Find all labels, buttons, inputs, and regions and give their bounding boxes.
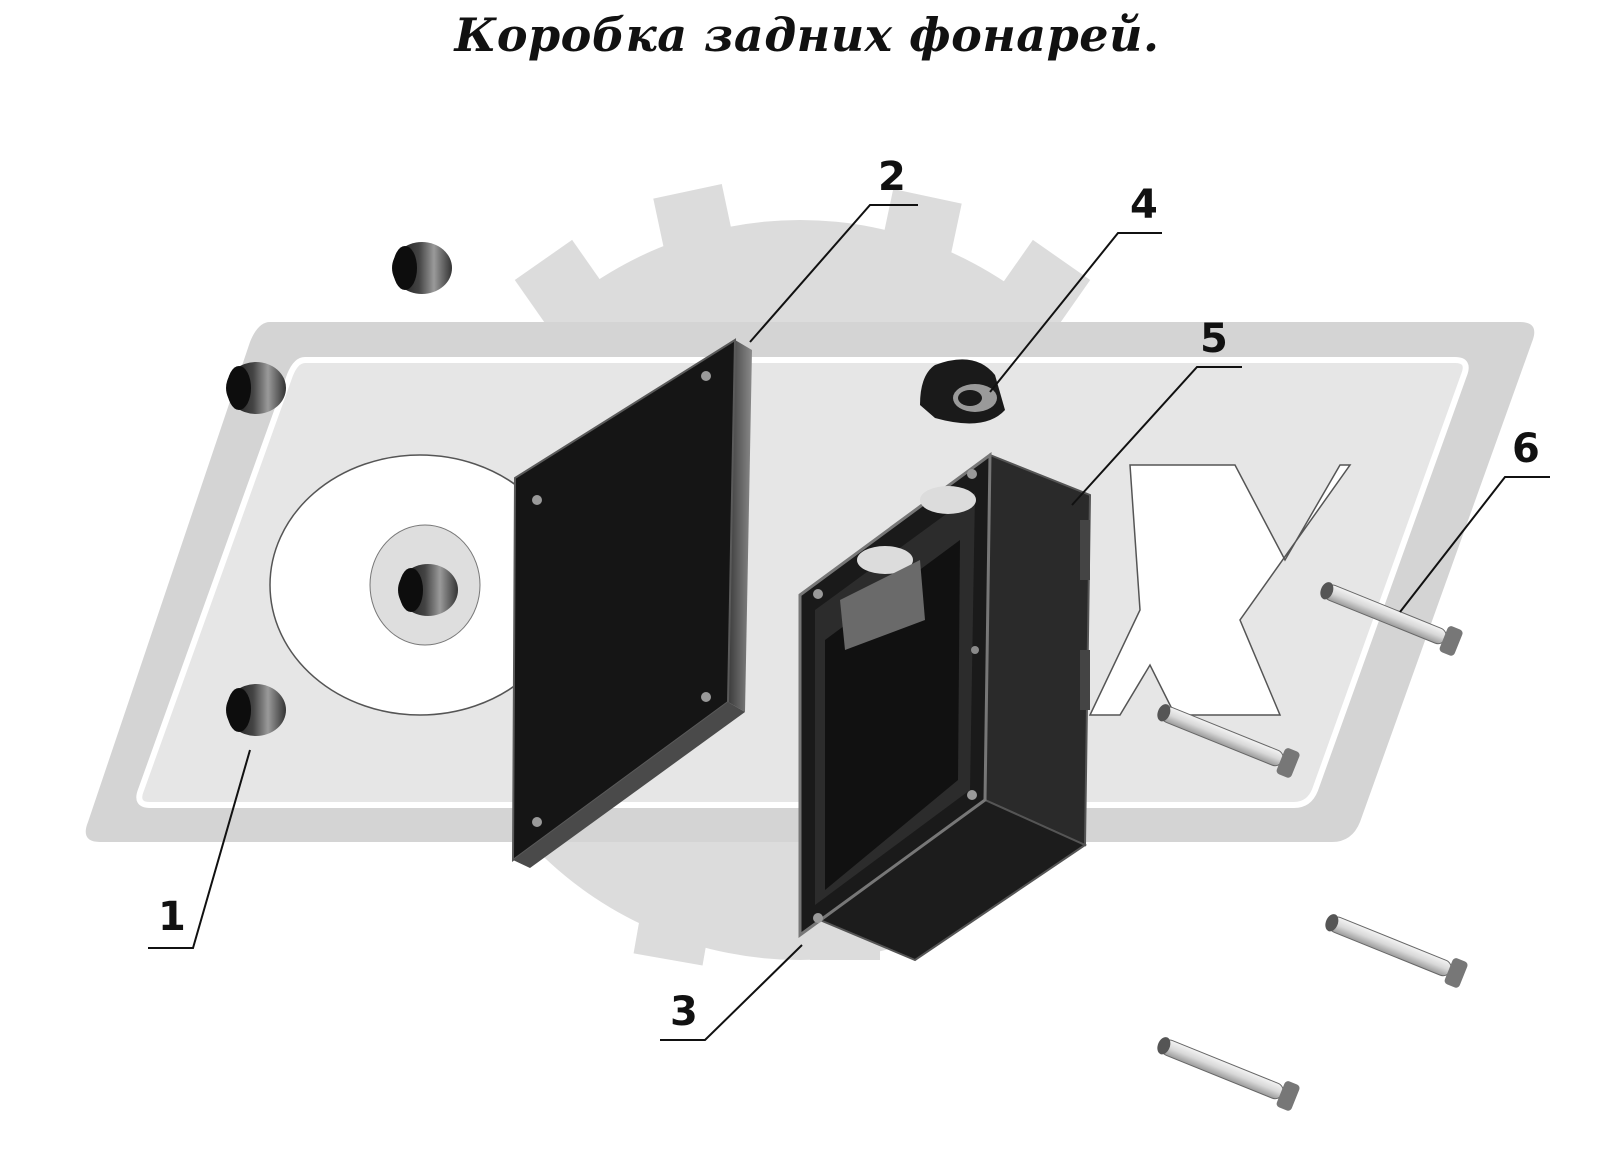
screw-hole-icon [967, 790, 977, 800]
callout-5: 5 [1200, 316, 1228, 362]
callout-4: 4 [1130, 182, 1158, 228]
diagram-title: Коробка задних фонарей. [454, 8, 1160, 62]
screw-hole-icon [532, 495, 542, 505]
cable-hole-icon [857, 546, 913, 574]
cable-hole-icon [920, 486, 976, 514]
screw-icon [1157, 1037, 1300, 1111]
nut-icon [392, 242, 452, 294]
callout-3: 3 [670, 989, 698, 1035]
leader-line-3 [660, 944, 803, 1041]
screw-hole-icon [813, 913, 823, 923]
callout-6: 6 [1512, 426, 1540, 472]
screw-hole-icon [701, 371, 711, 381]
part-4-grommet [920, 359, 1005, 424]
screw-hole-icon [967, 469, 977, 479]
leader-line-1 [148, 749, 251, 949]
part-2-cover-plate [511, 338, 752, 868]
screw-hole-icon [532, 817, 542, 827]
nut-icon [226, 362, 286, 414]
callout-1: 1 [158, 894, 186, 940]
leader-line-5 [1071, 366, 1242, 506]
screw-icon [1157, 704, 1300, 778]
screw-icon [1325, 914, 1468, 988]
watermark-letter-x [1088, 464, 1352, 716]
part-3-housing [798, 451, 1092, 962]
screw-hole-icon [701, 692, 711, 702]
nut-icon [398, 564, 458, 616]
callout-2: 2 [878, 154, 906, 200]
leader-line-6 [1399, 476, 1550, 613]
part-1-nuts [226, 242, 458, 736]
screw-icon [1320, 582, 1463, 656]
leader-line-4 [989, 232, 1162, 393]
nut-icon [226, 684, 286, 736]
part-6-screws [1157, 582, 1468, 1111]
screw-hole-icon [813, 589, 823, 599]
leader-line-2 [749, 204, 918, 343]
callout-lines [148, 204, 1550, 1041]
